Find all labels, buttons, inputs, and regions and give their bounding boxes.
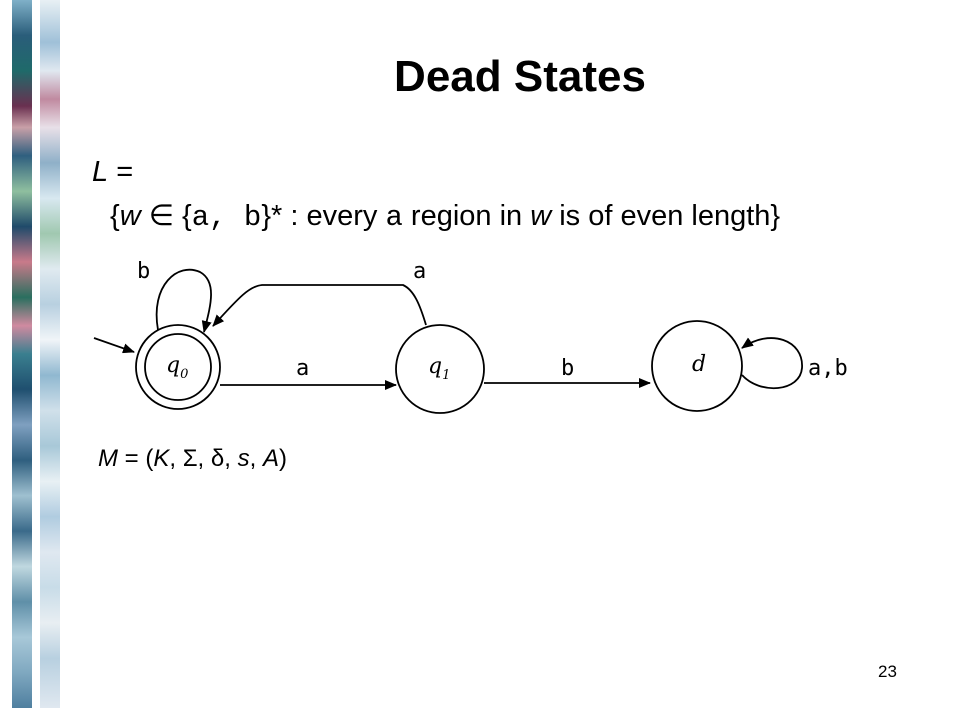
alphabet-symbol-a: a xyxy=(191,201,210,234)
transition-d-self-label: a,b xyxy=(808,356,848,381)
machine-close: ) xyxy=(278,445,287,472)
machine-sep: , xyxy=(224,445,238,472)
machine-sep: , xyxy=(197,445,211,472)
state-q1-label: q1 xyxy=(428,354,450,383)
machine-eq-open: = ( xyxy=(118,445,154,472)
set-variable-w2: w xyxy=(530,200,552,232)
set-kleene-star: }* : every xyxy=(261,200,386,232)
machine-sep: , xyxy=(169,445,183,472)
language-equals: = xyxy=(108,156,134,188)
transition-q0-q1-label: a xyxy=(296,356,309,381)
decorative-border-strip-right xyxy=(40,0,60,708)
alphabet-symbol-b: b xyxy=(243,201,262,234)
start-arrow xyxy=(93,337,135,354)
region-symbol-a: a xyxy=(385,201,403,234)
machine-tuple: M = (K, Σ, δ, s, A) xyxy=(98,444,287,474)
state-d-circle xyxy=(651,320,743,412)
state-q0-label: q0 xyxy=(166,353,188,382)
machine-alphabet-symbol: Σ xyxy=(182,445,198,472)
state-q1-circle xyxy=(395,324,485,414)
transition-q1-q0-label: a xyxy=(413,259,426,284)
slide-title: Dead States xyxy=(394,52,646,101)
set-member-symbol: ∈ { xyxy=(140,200,192,232)
set-variable-w: w xyxy=(119,200,141,232)
page-number: 23 xyxy=(878,662,897,681)
set-condition-tail: is of even length} xyxy=(551,200,781,232)
transition-q1-d-label: b xyxy=(561,356,574,381)
transition-d-self-loop xyxy=(741,337,803,389)
state-q0-outer-circle xyxy=(135,324,221,410)
set-condition-text: region in xyxy=(402,200,531,232)
transition-q0-self-loop xyxy=(155,268,212,333)
machine-sep: , xyxy=(249,445,263,472)
decorative-border-strip-left xyxy=(12,0,32,708)
machine-accept-symbol: A xyxy=(262,445,279,472)
language-definition: {w ∈ {a, b}* : every a region in w is of… xyxy=(110,199,780,235)
set-open-brace: { xyxy=(110,200,120,232)
state-d-label: d xyxy=(692,352,706,377)
machine-states-symbol: K xyxy=(153,445,170,472)
alphabet-comma: , xyxy=(209,201,244,234)
machine-transition-symbol: δ xyxy=(210,445,225,472)
language-name: L = xyxy=(92,155,133,189)
transition-q0-self-label: b xyxy=(137,259,150,284)
state-q0-inner-circle xyxy=(144,333,212,401)
machine-symbol: M xyxy=(98,445,118,472)
machine-start-symbol: s xyxy=(237,445,250,472)
transition-q1-q0 xyxy=(212,284,427,327)
language-symbol: L xyxy=(92,156,109,188)
